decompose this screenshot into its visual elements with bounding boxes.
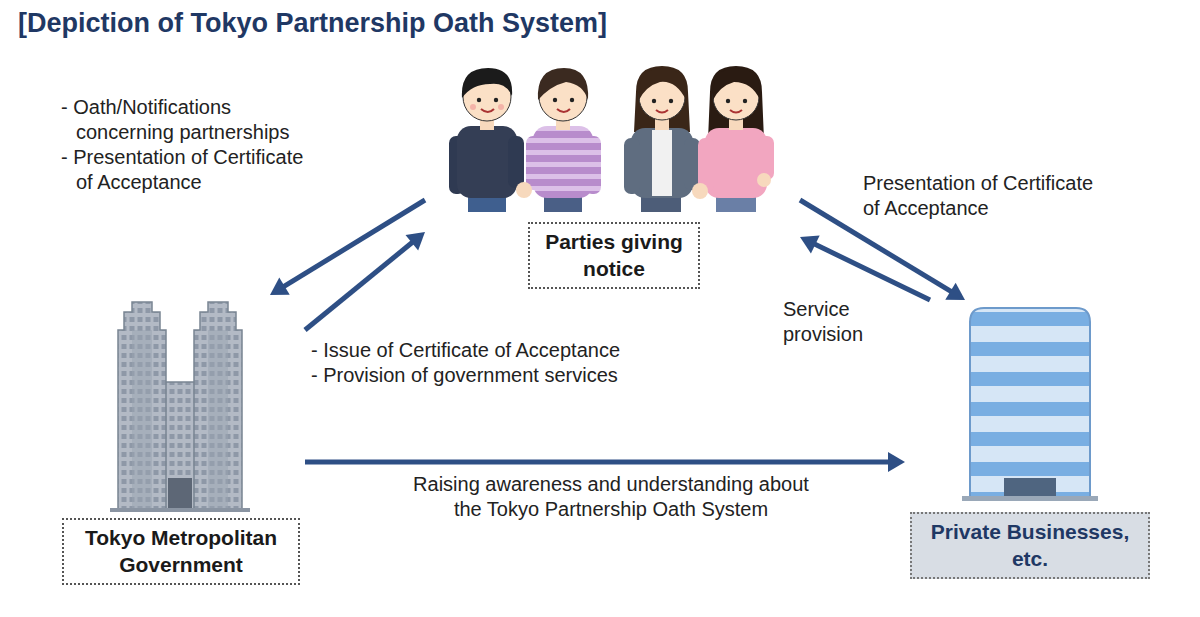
connector-arrow	[813, 244, 930, 300]
couple-men-part	[570, 98, 574, 102]
couple-men-part	[585, 136, 601, 194]
couple-women-part	[713, 68, 760, 100]
node-area: Parties giving notice	[425, 75, 800, 293]
couple-women-part	[652, 99, 656, 103]
edge-label: Service provision	[780, 296, 896, 348]
couple-men-part	[494, 98, 498, 102]
government-building-part	[118, 302, 166, 510]
node-area: Private Businesses, etc.	[905, 300, 1155, 580]
couple-men-part	[538, 68, 588, 100]
couple-men-part	[462, 68, 512, 98]
couple-men-part	[481, 109, 494, 112]
connector-arrow	[305, 460, 890, 465]
business-building-part	[970, 308, 1090, 498]
couple-women-part	[652, 130, 672, 196]
couple-women-part	[624, 138, 640, 194]
couple-women-part	[669, 99, 673, 103]
business-building-part	[962, 496, 1098, 501]
couple-men-part	[516, 182, 532, 198]
government-building-part	[208, 330, 228, 510]
couple-women-part	[656, 110, 668, 113]
couple-women-part	[684, 138, 700, 190]
edge-label: - Issue of Certificate of Acceptance - P…	[308, 337, 704, 389]
couple-men-part	[526, 136, 542, 190]
couple-women-part	[705, 128, 767, 198]
business-building	[962, 308, 1098, 501]
parties-box: Parties giving notice	[528, 222, 700, 289]
connector-arrow	[305, 241, 413, 330]
couple-women-part	[631, 128, 693, 198]
bullet-line: - Issue of Certificate of Acceptance	[311, 338, 701, 363]
couple-men-part	[498, 104, 504, 110]
edge-label: Raising awareness and understanding abou…	[398, 471, 824, 523]
bullet-line: - Provision of government services	[311, 363, 701, 388]
business-box: Private Businesses, etc.	[910, 512, 1150, 579]
couple-men-part	[477, 98, 481, 102]
couple-women-part	[634, 66, 690, 132]
business-building-part	[1004, 478, 1056, 498]
government-building-part	[110, 508, 250, 512]
couple-women-part	[639, 68, 686, 100]
node-label: Parties giving notice	[538, 228, 690, 283]
edge-label: - Oath/Notifications concerning partners…	[58, 94, 324, 196]
arrow-head	[945, 283, 965, 300]
arrow-head	[406, 232, 425, 250]
edge-label: Presentation of Certificate of Acceptanc…	[860, 170, 1116, 222]
diagram-title: [Depiction of Tokyo Partnership Oath Sys…	[18, 8, 607, 39]
bullet-line: - Presentation of Certificate of Accepta…	[61, 145, 321, 195]
couple-men-part	[553, 98, 557, 102]
couple-women	[624, 66, 774, 212]
couple-men-part	[557, 109, 570, 112]
couple-women-part	[743, 99, 747, 103]
arrow-head	[888, 452, 905, 472]
connector-arrow	[283, 200, 425, 287]
government-building	[110, 302, 250, 512]
couple-women-part	[757, 173, 771, 187]
arrow-head	[800, 235, 820, 253]
couple-men-part	[508, 136, 524, 188]
node-label: Private Businesses, etc.	[920, 518, 1140, 573]
couple-men-part	[470, 104, 476, 110]
couple-women-part	[692, 183, 708, 199]
node-label: Tokyo Metropolitan Government	[72, 524, 290, 579]
bullet-line: - Oath/Notifications concerning partners…	[61, 95, 321, 145]
government-building-part	[132, 330, 152, 510]
arrow-head	[270, 278, 290, 295]
couple-men	[449, 68, 601, 212]
couple-women-part	[730, 110, 742, 113]
couple-women-part	[726, 99, 730, 103]
node-area: Tokyo Metropolitan Government	[60, 295, 305, 585]
government-box: Tokyo Metropolitan Government	[62, 518, 300, 585]
government-building-part	[194, 302, 242, 510]
government-building-part	[168, 478, 192, 510]
